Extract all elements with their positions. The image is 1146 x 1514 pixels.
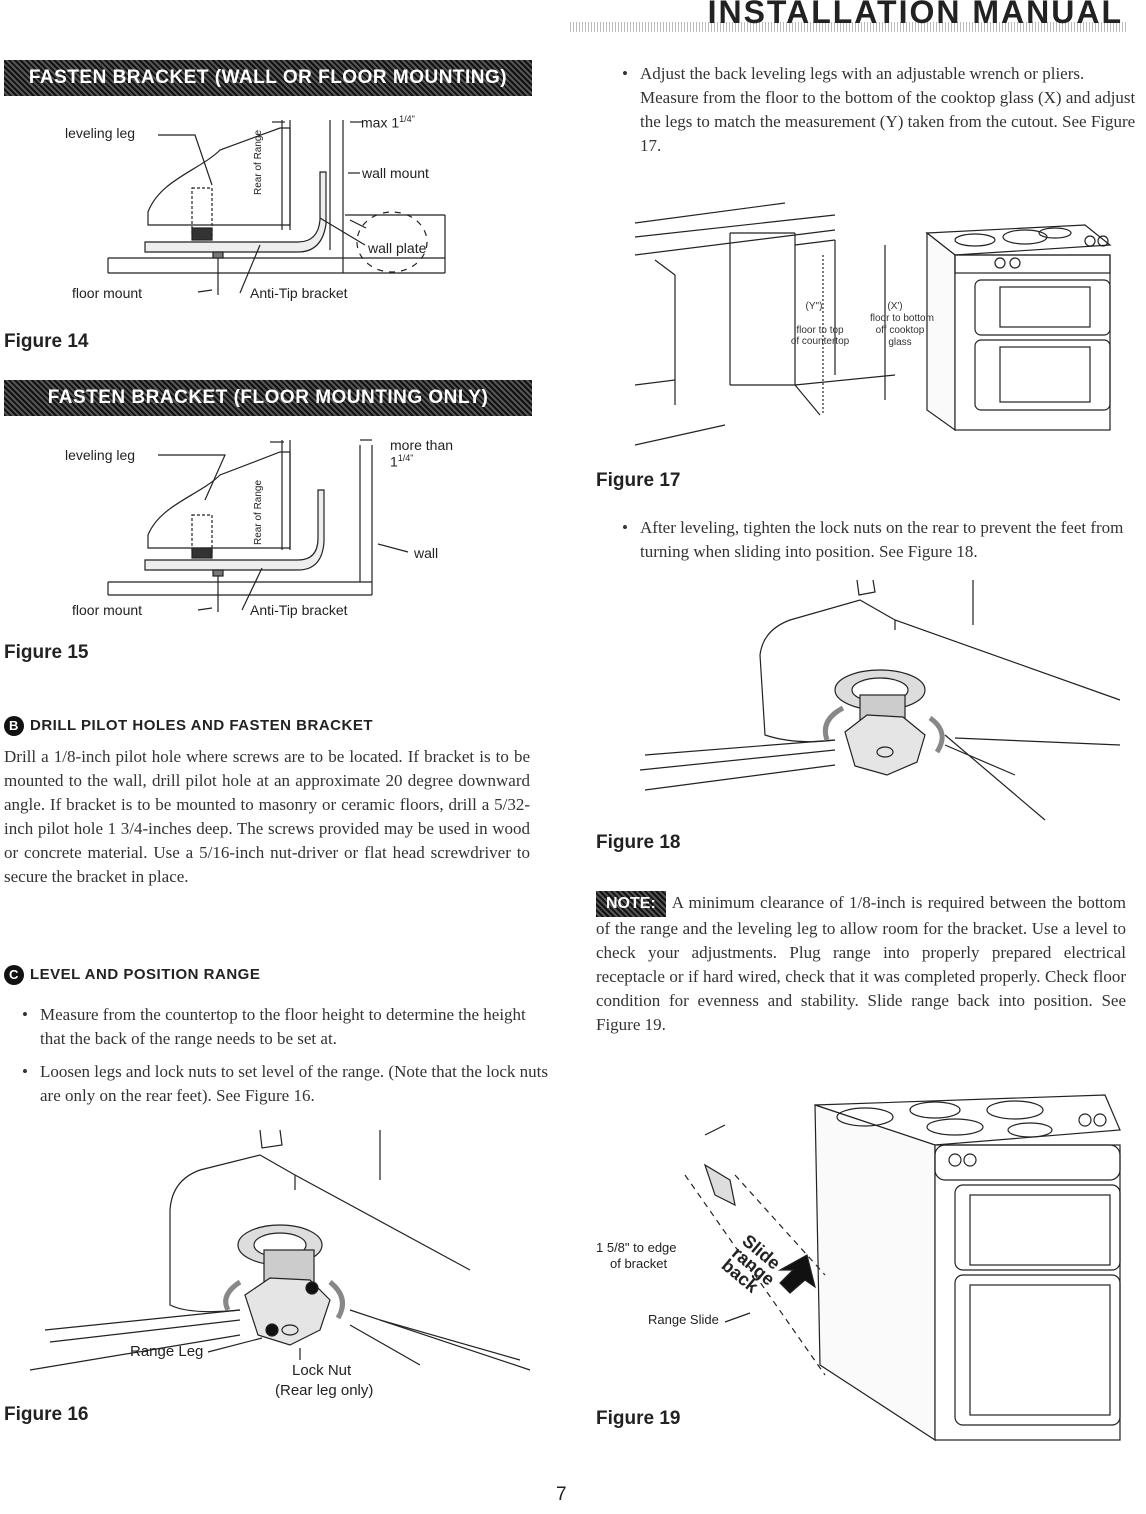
section-c-bullet-1: Measure from the countertop to the floor… xyxy=(20,1003,550,1051)
page-number: 7 xyxy=(556,1484,567,1505)
step-b-badge: B xyxy=(4,716,24,736)
fig17-label-x: (X') xyxy=(887,301,903,312)
fig15-label-more-than-value: 11/4" xyxy=(390,453,414,470)
fig18-diagram xyxy=(639,579,1121,821)
section-b-title: DRILL PILOT HOLES AND FASTEN BRACKET xyxy=(30,716,374,734)
section-b-body: Drill a 1/8-inch pilot hole where screws… xyxy=(4,747,530,886)
fig16-caption: Figure 16 xyxy=(4,1404,89,1425)
fig15-label-more-than: more than xyxy=(390,437,454,453)
fig14-banner: FASTEN BRACKET (WALL OR FLOOR MOUNTING) xyxy=(4,60,532,96)
fig14-label-floor-mount: floor mount xyxy=(72,285,143,301)
fig16-label-range-leg: Range Leg xyxy=(130,1343,204,1360)
fig16-label-lock-nut: Lock Nut xyxy=(292,1362,352,1379)
fig16-diagram xyxy=(29,1129,531,1371)
fig15-label-floor-mount: floor mount xyxy=(72,602,143,618)
fig15-label-wall: wall xyxy=(414,545,439,561)
fig17-diagram xyxy=(634,202,1112,446)
fig14-label-max-frac: 1/4" xyxy=(399,114,415,124)
fig17-label-x-desc-3: glass xyxy=(888,337,912,348)
note-badge: NOTE: xyxy=(596,891,666,917)
fig15-label-rear-of-range: Rear of Range xyxy=(253,479,264,545)
fig17-caption: Figure 17 xyxy=(596,470,681,491)
fig19-caption: Figure 19 xyxy=(596,1408,681,1429)
fig17-label-y: (Y") xyxy=(805,301,823,312)
fig17-label-y-desc-2: of countertop xyxy=(790,336,850,347)
section-b-heading: B DRILL PILOT HOLES AND FASTEN BRACKET xyxy=(4,716,373,736)
section-c-title: LEVEL AND POSITION RANGE xyxy=(30,965,261,983)
note-paragraph: NOTE:A minimum clearance of 1/8-inch is … xyxy=(596,891,1126,1037)
fig19-label-edge: 1 5/8" to edge xyxy=(596,1240,677,1255)
fig19-diagram xyxy=(684,1094,1121,1442)
fig14-label-wall-mount: wall mount xyxy=(362,165,429,181)
fig14-label-anti-tip: Anti-Tip bracket xyxy=(250,285,348,301)
fig17-label-x-desc-1: floor to bottom xyxy=(870,313,934,324)
fig14-caption: Figure 14 xyxy=(4,331,89,352)
fig15-caption: Figure 15 xyxy=(4,642,89,663)
fig15-label-leveling-leg: leveling leg xyxy=(65,447,136,463)
fig15-label-more-than-frac: 1/4" xyxy=(397,453,414,463)
fig17-label-x-desc-2: off cooktop xyxy=(875,325,925,336)
fig14-label-rear-of-range: Rear of Range xyxy=(253,129,264,195)
fig14-label-leveling-leg: leveling leg xyxy=(65,125,136,141)
header-rule xyxy=(570,22,1127,32)
bullet-after-leveling: After leveling, tighten the lock nuts on… xyxy=(620,516,1146,564)
step-c-badge: C xyxy=(4,965,24,985)
fig14-diagram xyxy=(107,120,446,295)
fig14-label-wall-plate: wall plate xyxy=(368,240,427,256)
section-c-bullet-2: Loosen legs and lock nuts to set level o… xyxy=(20,1060,550,1108)
note-text: A minimum clearance of 1/8-inch is requi… xyxy=(596,893,1126,1034)
fig15-label-anti-tip: Anti-Tip bracket xyxy=(250,602,348,618)
page-title: INSTALLATION MANUAL xyxy=(707,0,1123,30)
fig14-label-max: max 11/4" xyxy=(361,114,415,131)
bullet-adjust-legs: Adjust the back leveling legs with an ad… xyxy=(620,62,1146,158)
fig15-banner: FASTEN BRACKET (FLOOR MOUNTING ONLY) xyxy=(4,380,532,416)
fig19-label-edge-2: of bracket xyxy=(610,1256,668,1271)
fig19-label-range-slide: Range Slide xyxy=(648,1312,719,1327)
section-c-heading: C LEVEL AND POSITION RANGE xyxy=(4,965,260,985)
fig15-diagram xyxy=(107,439,409,612)
fig18-caption: Figure 18 xyxy=(596,832,681,853)
fig17-label-y-desc-1: floor to top xyxy=(796,325,844,336)
fig16-label-rear-leg: (Rear leg only) xyxy=(275,1382,374,1399)
